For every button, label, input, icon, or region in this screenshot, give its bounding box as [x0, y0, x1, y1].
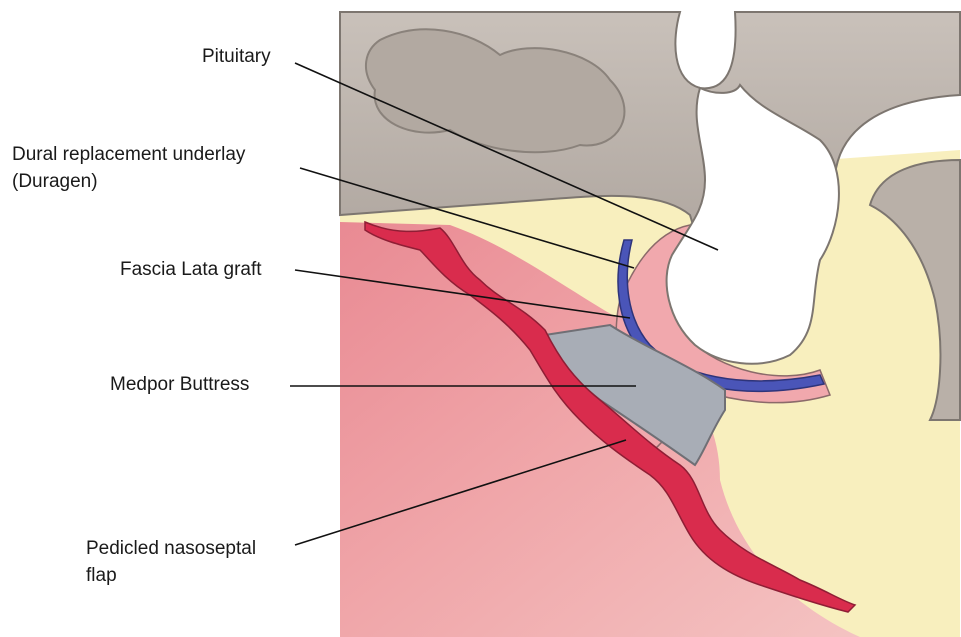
label-dural-line1: Dural replacement underlay	[12, 141, 245, 168]
label-dural-replacement: Dural replacement underlay (Duragen)	[12, 141, 245, 195]
label-flap-line2: flap	[86, 562, 256, 589]
label-fascia-lata: Fascia Lata graft	[120, 256, 262, 283]
label-flap-line1: Pedicled nasoseptal	[86, 535, 256, 562]
label-medpor: Medpor Buttress	[110, 371, 249, 398]
label-nasoseptal-flap: Pedicled nasoseptal flap	[86, 535, 256, 589]
label-dural-line2: (Duragen)	[12, 168, 245, 195]
label-pituitary: Pituitary	[202, 43, 271, 70]
